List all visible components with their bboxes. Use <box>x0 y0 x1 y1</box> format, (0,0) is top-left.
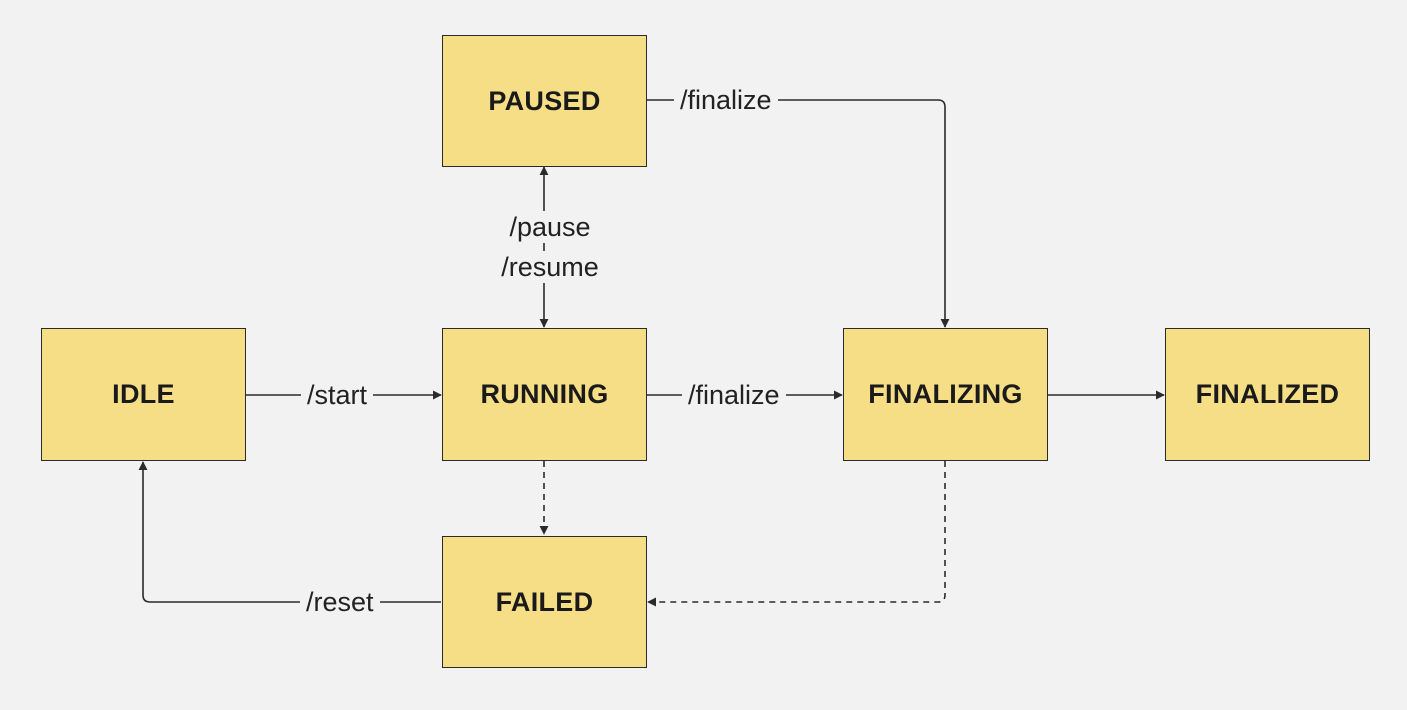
label-reset: /reset <box>300 586 380 618</box>
label-pause-resume: /pause /resume <box>480 211 620 283</box>
state-finalizing: FINALIZING <box>843 328 1048 461</box>
state-failed: FAILED <box>442 536 647 668</box>
label-start: /start <box>301 379 374 411</box>
label-pause: /pause <box>486 211 614 243</box>
state-finalized: FINALIZED <box>1165 328 1370 461</box>
label-running-finalize: /finalize <box>682 379 786 411</box>
edge-finalizing-to-failed <box>647 461 946 607</box>
edge-paused-to-finalizing <box>647 99 950 328</box>
label-paused-finalize: /finalize <box>674 84 778 116</box>
edge-failed-to-idle <box>138 461 441 603</box>
label-resume: /resume <box>486 251 614 283</box>
state-running: RUNNING <box>442 328 647 461</box>
state-paused: PAUSED <box>442 35 647 167</box>
state-idle: IDLE <box>41 328 246 461</box>
